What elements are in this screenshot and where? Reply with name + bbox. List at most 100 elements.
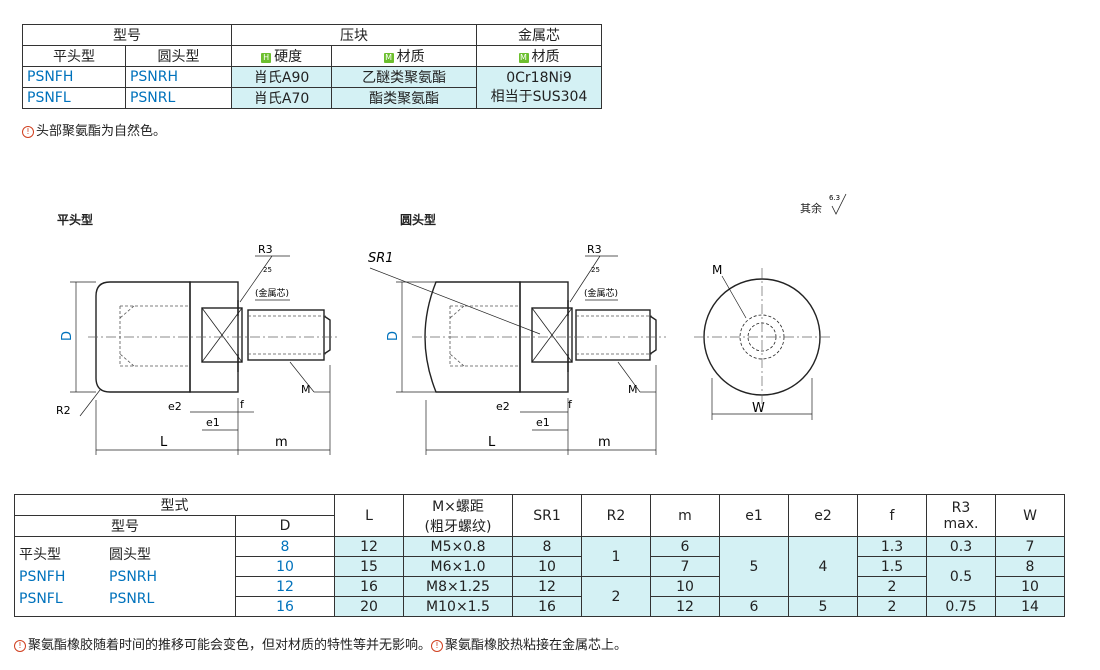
table-cell: 10 bbox=[995, 576, 1065, 597]
table-cell: 8 bbox=[235, 536, 335, 557]
svg-text:M: M bbox=[712, 263, 722, 277]
svg-text:W: W bbox=[752, 401, 765, 416]
core-badge-icon: M bbox=[518, 53, 529, 63]
table-cell: 14 bbox=[995, 596, 1065, 617]
type-header: 型式 bbox=[14, 494, 335, 516]
round-header: 圆头型 bbox=[124, 45, 233, 67]
svg-text:m: m bbox=[275, 435, 288, 450]
svg-text:L: L bbox=[488, 435, 496, 450]
warning-icon: ! bbox=[14, 640, 26, 652]
e2-header: e2 bbox=[788, 494, 858, 537]
hardness-badge-icon: H bbox=[261, 53, 272, 63]
SR1-header: SR1 bbox=[512, 494, 582, 537]
table-cell: 16 bbox=[235, 596, 335, 617]
table-cell: 12 bbox=[235, 576, 335, 597]
svg-text:e2: e2 bbox=[168, 400, 182, 413]
spec-note: !头部聚氨酯为自然色。 bbox=[22, 120, 166, 139]
table-cell: 5 bbox=[719, 536, 789, 597]
table-cell: 12 bbox=[334, 536, 404, 557]
press-block-header: 压块 bbox=[231, 24, 477, 46]
R2-header: R2 bbox=[581, 494, 651, 537]
warning-icon: ! bbox=[431, 640, 444, 652]
table-cell: 7 bbox=[650, 556, 720, 577]
svg-text:L: L bbox=[160, 435, 168, 450]
table-cell: M6×1.0 bbox=[403, 556, 513, 577]
table-cell: PSNRH bbox=[124, 66, 233, 88]
table-cell: 乙醚类聚氨酯 bbox=[331, 66, 477, 88]
svg-text:M: M bbox=[301, 383, 311, 396]
table-cell: 6 bbox=[719, 596, 789, 617]
table-cell: 1 bbox=[581, 536, 651, 577]
roughness-symbol-icon bbox=[831, 193, 847, 215]
table-cell: 8 bbox=[512, 536, 582, 557]
f-header: f bbox=[857, 494, 927, 537]
svg-text:D: D bbox=[60, 331, 75, 341]
table-cell: 12 bbox=[650, 596, 720, 617]
table-cell: 4 bbox=[788, 536, 858, 597]
table-cell: 0.75 bbox=[926, 596, 996, 617]
table-cell: 0.3 bbox=[926, 536, 996, 557]
table-cell: 1.3 bbox=[857, 536, 927, 557]
svg-text:e1: e1 bbox=[536, 416, 550, 429]
table-cell: 20 bbox=[334, 596, 404, 617]
svg-text:25: 25 bbox=[263, 266, 272, 274]
svg-text:6.3: 6.3 bbox=[829, 194, 840, 202]
model-header: 型号 bbox=[14, 515, 236, 537]
svg-text:R3: R3 bbox=[258, 243, 273, 256]
svg-text:M: M bbox=[628, 383, 638, 396]
table-cell: 12 bbox=[512, 576, 582, 597]
W-header: W bbox=[995, 494, 1065, 537]
svg-text:f: f bbox=[240, 398, 245, 411]
table-cell: PSNFL bbox=[22, 87, 126, 109]
table-cell: 10 bbox=[512, 556, 582, 577]
table-cell: 酯类聚氨酯 bbox=[331, 87, 477, 109]
L-header: L bbox=[334, 494, 404, 537]
table-cell: 16 bbox=[334, 576, 404, 597]
model-header: 型号 bbox=[22, 24, 232, 46]
table-cell: M10×1.5 bbox=[403, 596, 513, 617]
technical-drawing: 6.3 D L m R3 (金属芯) 25 M R2 e2 e1 f bbox=[56, 193, 847, 455]
table-cell: 16 bbox=[512, 596, 582, 617]
table-cell: 肖氏A90 bbox=[230, 66, 333, 88]
table-cell: PSNFH bbox=[22, 66, 126, 88]
table-cell: 2 bbox=[857, 576, 927, 597]
svg-text:e2: e2 bbox=[496, 400, 510, 413]
table-cell: 2 bbox=[857, 596, 927, 617]
table-cell: 6 bbox=[650, 536, 720, 557]
flat-header: 平头型 bbox=[22, 45, 126, 67]
table-cell: M5×0.8 bbox=[403, 536, 513, 557]
svg-text:SR1: SR1 bbox=[368, 251, 394, 266]
table-cell: 5 bbox=[788, 596, 858, 617]
svg-text:f: f bbox=[568, 398, 573, 411]
table-cell: 8 bbox=[995, 556, 1065, 577]
D-header: D bbox=[235, 515, 335, 537]
table-cell: M8×1.25 bbox=[403, 576, 513, 597]
table-cell: 2 bbox=[581, 576, 651, 617]
table-cell: 10 bbox=[650, 576, 720, 597]
svg-text:m: m bbox=[598, 435, 611, 450]
table-cell: PSNRL bbox=[124, 87, 233, 109]
svg-text:R2: R2 bbox=[56, 404, 71, 417]
table-cell: 肖氏A70 bbox=[230, 87, 333, 109]
warning-icon: ! bbox=[22, 126, 34, 138]
M-pitch-header: M×螺距(粗牙螺纹) bbox=[403, 494, 513, 537]
svg-text:(金属芯): (金属芯) bbox=[255, 287, 289, 299]
e1-header: e1 bbox=[719, 494, 789, 537]
table-cell: 1.5 bbox=[857, 556, 927, 577]
table-cell: 15 bbox=[334, 556, 404, 577]
flat-drawing-title: 平头型 bbox=[57, 213, 94, 227]
footer-note: !聚氨酯橡胶随着时间的推移可能会变色，但对材质的特性等并无影响。!聚氨酯橡胶热粘… bbox=[14, 634, 627, 653]
m-header: m bbox=[650, 494, 720, 537]
svg-text:D: D bbox=[386, 331, 401, 341]
round-drawing-title: 圆头型 bbox=[400, 213, 437, 227]
table-cell: 0.5 bbox=[926, 556, 996, 597]
svg-text:25: 25 bbox=[591, 266, 600, 274]
metal-core-header: 金属芯 bbox=[476, 24, 602, 46]
